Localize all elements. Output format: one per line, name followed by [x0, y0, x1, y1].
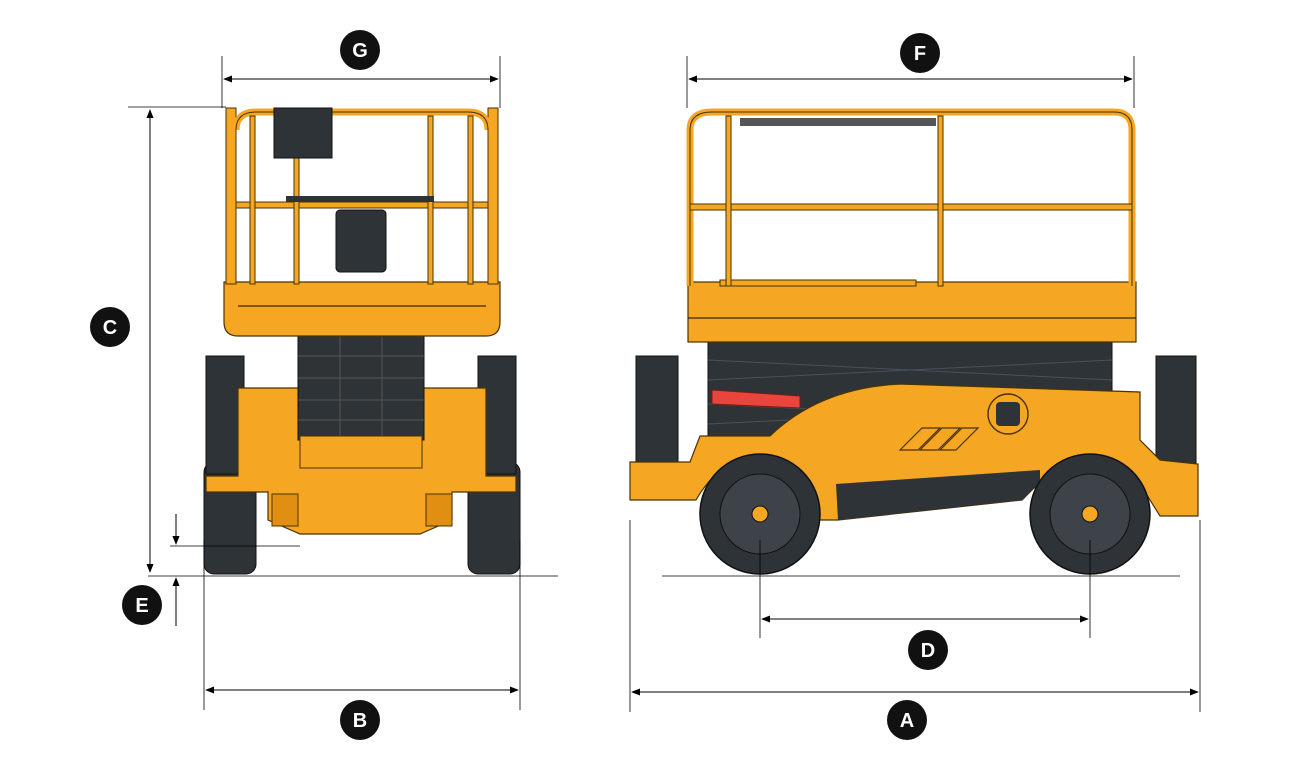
front-view: [203, 107, 521, 575]
badge-a-label: A: [900, 710, 914, 732]
side-red-stripe: [711, 389, 801, 409]
side-guard-rails: [686, 108, 1136, 287]
side-rear-guard: [635, 355, 679, 475]
front-control-box: [273, 107, 333, 159]
side-platform-deck: [687, 281, 1137, 343]
front-platform-deck: [223, 281, 501, 337]
front-control-box-lower: [335, 209, 387, 273]
badge-b: B: [340, 700, 380, 740]
badge-f-label: F: [914, 43, 926, 65]
badge-g: G: [340, 30, 380, 70]
badge-f: F: [900, 33, 940, 73]
badge-c-label: C: [103, 317, 117, 339]
badge-c: C: [90, 307, 130, 347]
side-front-wheel: [1029, 453, 1151, 575]
badge-d-label: D: [921, 640, 935, 662]
side-front-guard: [1155, 355, 1197, 475]
badge-e: E: [122, 585, 162, 625]
side-rear-wheel: [699, 453, 821, 575]
badge-e-label: E: [135, 595, 148, 617]
badge-a: A: [887, 700, 927, 740]
side-chevron-decal: [898, 427, 980, 451]
badge-d: D: [908, 630, 948, 670]
side-view: [629, 108, 1199, 575]
badge-b-label: B: [353, 710, 367, 732]
dimension-lines: [128, 56, 1201, 712]
badge-g-label: G: [352, 40, 368, 62]
front-scissor-stack: [297, 335, 425, 441]
